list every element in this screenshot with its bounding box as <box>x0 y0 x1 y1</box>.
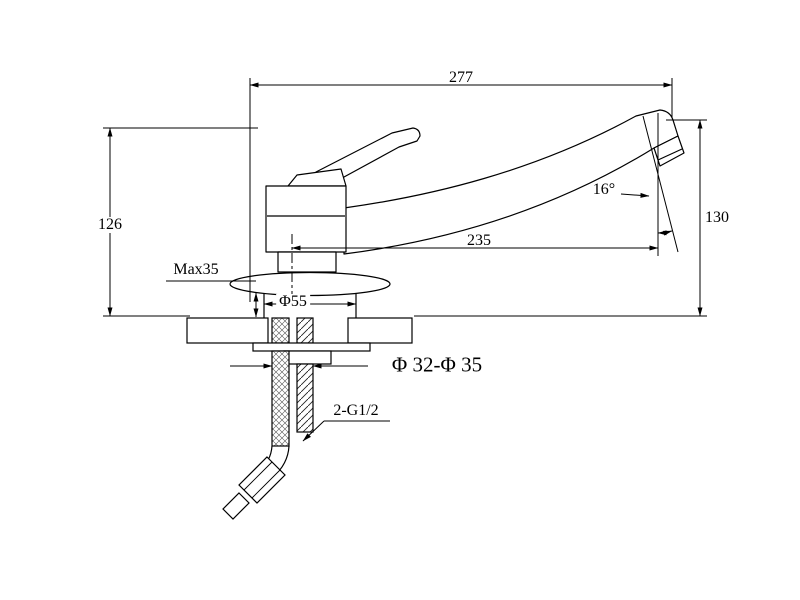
dim-label-base-diameter: Φ55 <box>276 294 310 310</box>
threaded-shank-upper <box>296 317 314 344</box>
dim-label-overall-width: 277 <box>449 69 473 86</box>
handle-lever-outline <box>315 127 421 184</box>
threaded-shank <box>296 363 314 433</box>
base-escutcheon <box>229 271 391 297</box>
dim-label-spout-reach: 235 <box>467 232 491 249</box>
dim-label-inlet-thread: 2-G1/2 <box>333 402 379 419</box>
dim-label-body-height: 126 <box>95 217 125 233</box>
supply-hose <box>271 350 290 447</box>
hose-connector-tip <box>222 492 250 520</box>
mounting-hardware <box>186 317 413 520</box>
dim-label-max-thickness: Max35 <box>173 261 219 278</box>
faucet-body-outline <box>229 109 685 318</box>
angle-slant-ref <box>642 115 679 253</box>
thread-leader <box>302 420 325 442</box>
angle-leader <box>620 192 650 198</box>
dim-label-hole-diameter: Φ 32-Φ 35 <box>391 352 483 377</box>
spout-outline <box>343 109 679 255</box>
neck-outline <box>277 251 337 273</box>
supply-hose-upper <box>271 317 290 344</box>
mounting-nut <box>283 350 332 365</box>
countertop-left <box>186 317 269 344</box>
dim-label-spout-height: 130 <box>705 209 729 226</box>
countertop-right <box>347 317 413 344</box>
washer <box>252 342 371 352</box>
angle-arc <box>657 230 673 236</box>
cartridge-body-outline <box>265 185 347 253</box>
dim-label-aerator-angle: 16° <box>592 181 616 198</box>
hose-connector-nut <box>238 456 286 504</box>
dimension-lines <box>103 78 707 442</box>
